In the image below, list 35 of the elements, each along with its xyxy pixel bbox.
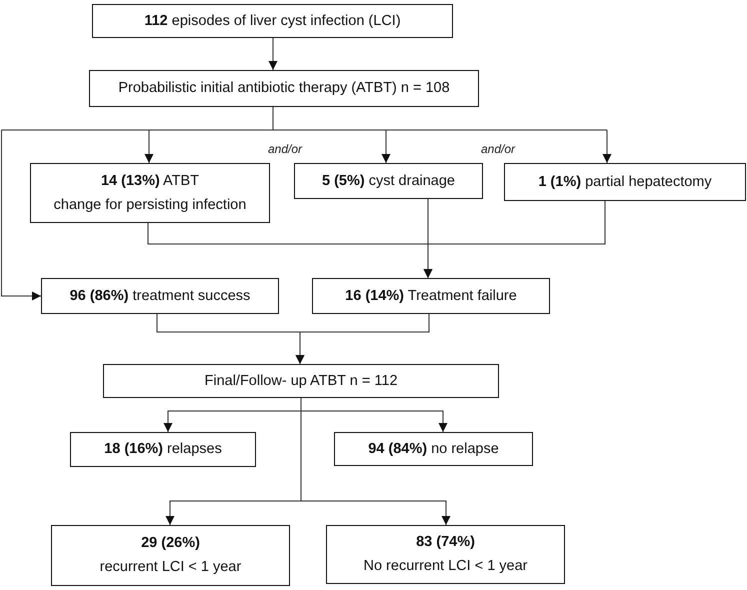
box-text: 16 (14%) Treatment failure (345, 288, 517, 304)
arrow (1, 130, 42, 300)
arrow (300, 398, 450, 526)
arrow (296, 314, 430, 364)
process-box (92, 4, 453, 38)
process-box (41, 278, 279, 314)
box-text: 96 (86%) treatment success (70, 288, 250, 304)
annotation-text: and/or (480, 142, 516, 156)
box-text: Probabilistic initial antibiotic therapy (ATBT) n = 108 (118, 80, 450, 97)
process-box (312, 278, 550, 314)
process-box (334, 432, 533, 466)
box-text: 29 (26%) (141, 535, 200, 552)
process-box (294, 163, 483, 199)
box-text: recurrent LCI < 1 year (100, 559, 242, 576)
box-text: 94 (84%) no relapse (368, 440, 499, 458)
arrow (382, 130, 390, 164)
process-box (70, 432, 256, 467)
box-text: No recurrent LCI < 1 year (363, 558, 528, 575)
box-text: change for persisting infection (54, 196, 246, 214)
process-box (504, 163, 746, 201)
box-text: Final/Follow- up ATBT n = 112 (204, 372, 398, 390)
process-box (326, 525, 565, 584)
box-text: 18 (16%) relapses (104, 441, 222, 458)
process-box (30, 163, 270, 223)
box-text: 5 (5%) cyst drainage (322, 172, 455, 190)
process-box (89, 70, 479, 107)
arrow (424, 200, 606, 278)
box-text: 14 (13%) ATBT (100, 172, 200, 190)
arrow (268, 38, 278, 70)
box-text: 83 (74%) (416, 534, 475, 551)
process-box (51, 525, 290, 586)
annotation-text: and/or (268, 142, 302, 156)
box-text: 112 episodes of liver cyst infection (LCI) (144, 12, 401, 30)
process-box (103, 364, 499, 398)
box-text: 1 (1%) partial hepatectomy (538, 174, 712, 190)
